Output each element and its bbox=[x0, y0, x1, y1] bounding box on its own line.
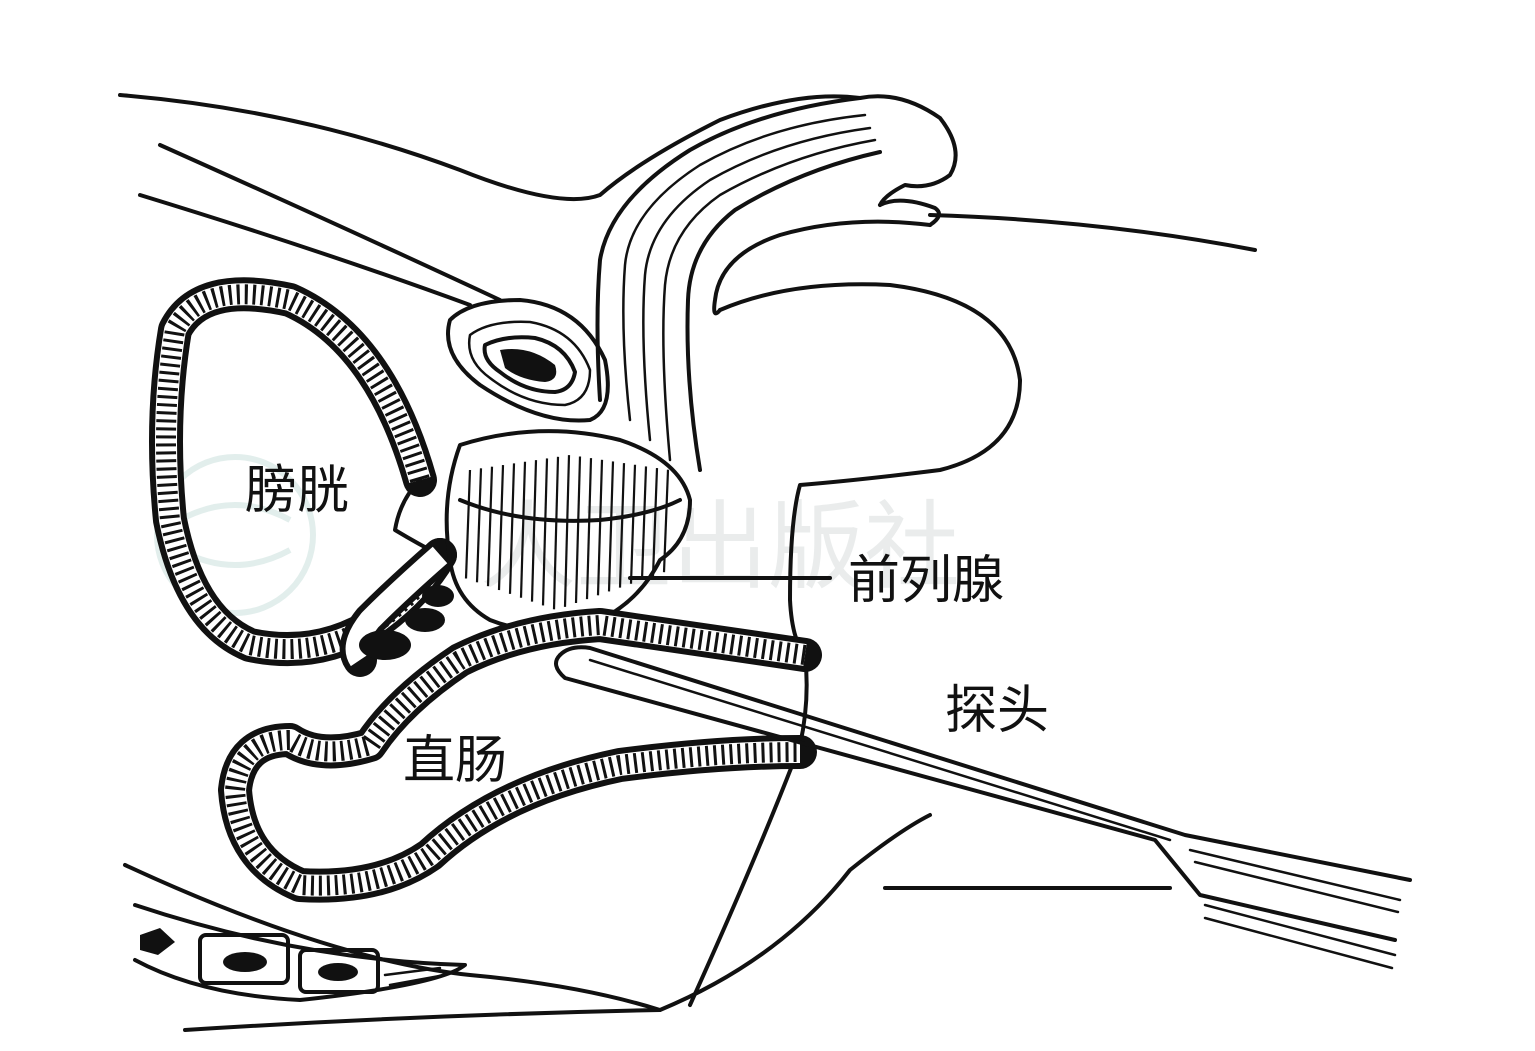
vertebra-2 bbox=[298, 948, 380, 994]
label-bladder: 膀胱 bbox=[245, 461, 349, 521]
pubic-bone-outer bbox=[446, 298, 610, 423]
prostate-stripe bbox=[552, 456, 560, 610]
seminal-vesicle bbox=[339, 538, 457, 677]
prostate-stripe bbox=[541, 458, 549, 606]
prostate-stripe bbox=[519, 461, 527, 598]
penis-ventral-line bbox=[685, 150, 882, 472]
urethra-line-2 bbox=[642, 126, 872, 442]
label-prostate: 前列腺 bbox=[848, 551, 1004, 611]
pelvic-line-upper bbox=[158, 143, 502, 302]
rectum bbox=[218, 608, 822, 903]
coccyx-tip-lines bbox=[383, 966, 447, 987]
thigh-line bbox=[928, 213, 1257, 252]
scrotum-upper bbox=[712, 219, 932, 316]
prostate-stripe bbox=[640, 466, 648, 580]
scrotum bbox=[688, 282, 1022, 1007]
penis-dorsal-line bbox=[595, 96, 862, 402]
watermark: 人卫出版社 bbox=[154, 454, 960, 616]
vertebra-1-core bbox=[223, 952, 267, 972]
glans-tip bbox=[878, 198, 941, 227]
vertebra-2-core bbox=[318, 963, 358, 981]
vesicle-blob-3 bbox=[422, 585, 454, 607]
penis bbox=[595, 94, 958, 472]
probe-handle-line-3 bbox=[1203, 903, 1397, 957]
coccyx bbox=[133, 903, 467, 1002]
pelvic-line-lower bbox=[138, 193, 472, 307]
prostate bbox=[444, 429, 692, 632]
vesicle-blob-1 bbox=[359, 630, 411, 660]
bone-fragment bbox=[140, 928, 175, 955]
prostate-stripes bbox=[464, 455, 670, 610]
urethra-line-1 bbox=[622, 113, 867, 422]
prostate-stripe bbox=[486, 466, 494, 587]
label-probe: 探头 bbox=[945, 681, 1049, 741]
buttock-contour bbox=[183, 813, 932, 1032]
prostate-outline bbox=[444, 429, 692, 632]
prostate-stripe bbox=[651, 468, 659, 577]
prostate-stripe bbox=[629, 464, 637, 584]
pubic-bone-marrow bbox=[500, 349, 557, 382]
body-contours bbox=[118, 93, 1257, 1032]
pubic-bone-middle bbox=[467, 320, 592, 407]
vertebra-1 bbox=[198, 933, 290, 985]
vesicle-blob-2 bbox=[405, 608, 445, 632]
prostate-stripe bbox=[607, 461, 615, 592]
watermark-text: 人卫出版社 bbox=[480, 491, 960, 603]
prostate-stripe bbox=[596, 459, 604, 596]
prostate-stripe bbox=[618, 463, 626, 588]
prostate-stripe bbox=[574, 456, 582, 604]
probe-inner-line-1 bbox=[588, 658, 1172, 842]
prostate-stripe bbox=[530, 460, 538, 602]
prostate-stripe bbox=[464, 469, 472, 579]
ultrasound-probe bbox=[554, 645, 1412, 970]
scrotum-outline bbox=[718, 282, 1022, 657]
glans-outline bbox=[858, 94, 958, 207]
prostate-stripe bbox=[662, 469, 670, 573]
pubic-bone-inner bbox=[482, 335, 577, 394]
probe-upper-edge bbox=[558, 645, 1412, 882]
seminal-vesicle-light bbox=[345, 546, 448, 667]
prostate-stripe bbox=[508, 463, 516, 594]
prostate-stripe bbox=[585, 458, 593, 600]
pubic-bone bbox=[446, 298, 610, 423]
abdominal-wall-line bbox=[118, 93, 862, 202]
urethra-line-3 bbox=[662, 138, 877, 462]
sacrum-line-upper bbox=[123, 863, 662, 1012]
probe-handle-line-2 bbox=[1193, 860, 1400, 914]
prostate-stripe bbox=[563, 455, 571, 607]
probe-handle-line-4 bbox=[1203, 916, 1394, 970]
label-rectum: 直肠 bbox=[403, 731, 507, 791]
prostate-stripe bbox=[475, 468, 483, 583]
rectum-wall-inner bbox=[224, 614, 807, 897]
perineum-line bbox=[688, 653, 809, 1007]
probe-lower-edge bbox=[554, 653, 1397, 942]
probe-handle-line-1 bbox=[1188, 848, 1402, 902]
prostate-stripe bbox=[497, 465, 505, 591]
